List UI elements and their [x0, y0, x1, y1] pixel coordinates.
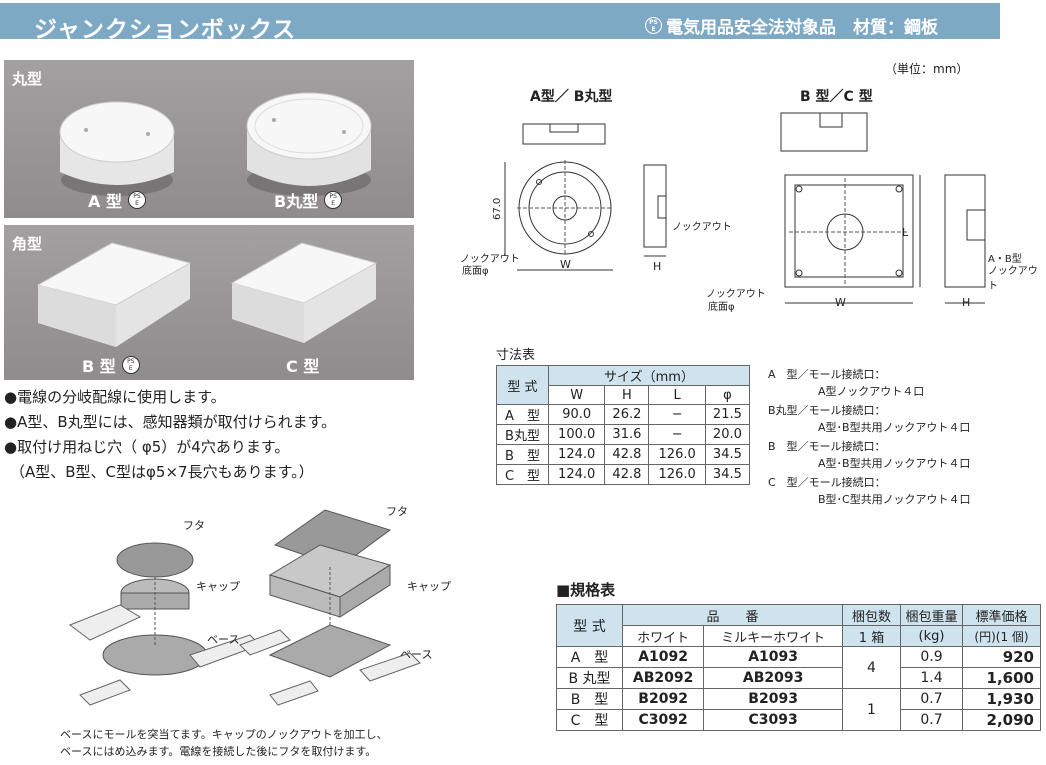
- ab-width-label: W: [560, 258, 571, 271]
- dim-table-title: 寸法表: [496, 348, 536, 363]
- spec-weight-header: 梱包重量: [900, 604, 963, 626]
- feature-3: ●取付け用ねじ穴（ φ5）が4穴あります。: [4, 438, 290, 456]
- spec-table-title: ■規格表: [556, 581, 616, 599]
- bottom-phi-label-bc: 底面φ: [708, 302, 735, 313]
- table-row: C 型 C3092 C3093 0.7 2,090: [556, 709, 1041, 731]
- round-heading: 丸型: [12, 70, 43, 88]
- header-right-text: 電気用品安全法対象品 材質：鋼板: [666, 18, 938, 38]
- ab-type-label: A・B型: [988, 254, 1022, 265]
- dim-col-l: L: [648, 385, 706, 405]
- dim-col-w: W: [547, 385, 606, 405]
- spec-white-header: ホワイト: [621, 625, 705, 647]
- table-row: B 丸型 AB2092 AB2093 1.4 1,600: [556, 667, 1041, 689]
- spec-type-header: 型 式: [556, 604, 623, 647]
- pack-qty-group-1: 4: [842, 646, 901, 689]
- spec-pack-unit-header: 1 箱: [842, 625, 901, 647]
- dim-col-phi: φ: [704, 385, 751, 405]
- dim-type-header: 型 式: [496, 365, 549, 405]
- dim-col-h: H: [604, 385, 650, 405]
- square-c-label: C 型: [286, 357, 320, 376]
- unit-label: （単位：mm）: [885, 62, 969, 76]
- table-row: B 型 B2092 B2093 1 0.7 1,930: [556, 688, 1041, 731]
- dim-size-header: サイズ（mm）: [548, 365, 750, 386]
- assembly-base-label: ベース: [207, 633, 240, 646]
- dim-67-label: 67.0: [492, 197, 503, 220]
- square-boxes-photo: [36, 242, 378, 347]
- feature-2: ●A型、B丸型には、感知器類が取付けられます。: [4, 413, 337, 431]
- knockout-label-ab-side: ノックアウト: [672, 222, 732, 233]
- ab-height-label: H: [653, 260, 662, 273]
- bc-length-label: L: [902, 226, 909, 239]
- assembly-cap2-label: キャップ: [407, 580, 451, 593]
- round-boxes-photo: [59, 92, 372, 196]
- bc-width-label: W: [835, 296, 846, 309]
- note-b-round-body: A型･B型共用ノックアウト４口: [818, 421, 971, 434]
- note-c-body: B型･C型共用ノックアウト４口: [818, 493, 971, 506]
- spec-table: 型 式 品 番 梱包数 梱包重量 標準価格 ホワイト ミルキーホワイト 1 箱 …: [556, 604, 1041, 731]
- note-a-title: A 型／モール接続口：: [768, 368, 886, 381]
- assembly-cap-label: キャップ: [196, 580, 240, 593]
- assembly-lid-label: フタ: [183, 519, 205, 532]
- note-b-title: B 型／モール接続口：: [768, 440, 886, 453]
- assembly-caption-2: ベースにはめ込みます。電線を接続した後にフタを取付けます。: [60, 745, 377, 758]
- bottom-phi-label-ab: 底面φ: [462, 266, 489, 277]
- bc-drawing-title: B 型／C 型: [800, 89, 873, 105]
- knockout-label-ab: ノックアウト: [460, 254, 520, 265]
- feature-1: ●電線の分岐配線に使用します。: [4, 388, 226, 406]
- note-c-title: C 型／モール接続口：: [768, 476, 886, 489]
- page-title: ジャンクションボックス: [34, 17, 297, 43]
- technical-drawing: [504, 112, 986, 304]
- ab-drawing-title: A型／ B丸型: [530, 89, 613, 105]
- assembly-caption-1: ベースにモールを突当てます。キャップのノックアウトを加工し、: [60, 728, 388, 741]
- pack-qty-group-2: 1: [842, 688, 901, 731]
- assembly-lid2-label: フタ: [386, 505, 408, 518]
- assembly-base2-label: ベース: [400, 648, 433, 661]
- spec-weight-unit-header: (kg): [900, 625, 963, 647]
- note-b-body: A型･B型共用ノックアウト４口: [818, 457, 971, 470]
- spec-price-unit-header: (円)(1 個): [962, 625, 1041, 647]
- spec-product-header: 品 番: [622, 604, 843, 626]
- assembly-diagram: [68, 509, 421, 706]
- note-b-round-title: B丸型／モール接続口：: [768, 404, 886, 417]
- connection-notes: A 型／モール接続口： A型ノックアウト４口 B丸型／モール接続口： A型･B型…: [768, 366, 1038, 508]
- spec-price-header: 標準価格: [962, 604, 1041, 626]
- table-row: A 型 A1092 A1093 4 0.9 920: [556, 646, 1041, 689]
- note-a-body: A型ノックアウト４口: [818, 385, 925, 398]
- feature-4: （A型、B型、C型はφ5×7長穴もあります。）: [10, 463, 314, 481]
- spec-pack-qty-header: 梱包数: [842, 604, 901, 626]
- knockout-label-bc: ノックアウト: [706, 289, 766, 300]
- spec-milky-header: ミルキーホワイト: [703, 625, 843, 647]
- square-heading: 角型: [12, 235, 43, 253]
- knockout-side-label: ノックアウト: [988, 266, 1038, 292]
- bc-height-label: H: [962, 296, 971, 309]
